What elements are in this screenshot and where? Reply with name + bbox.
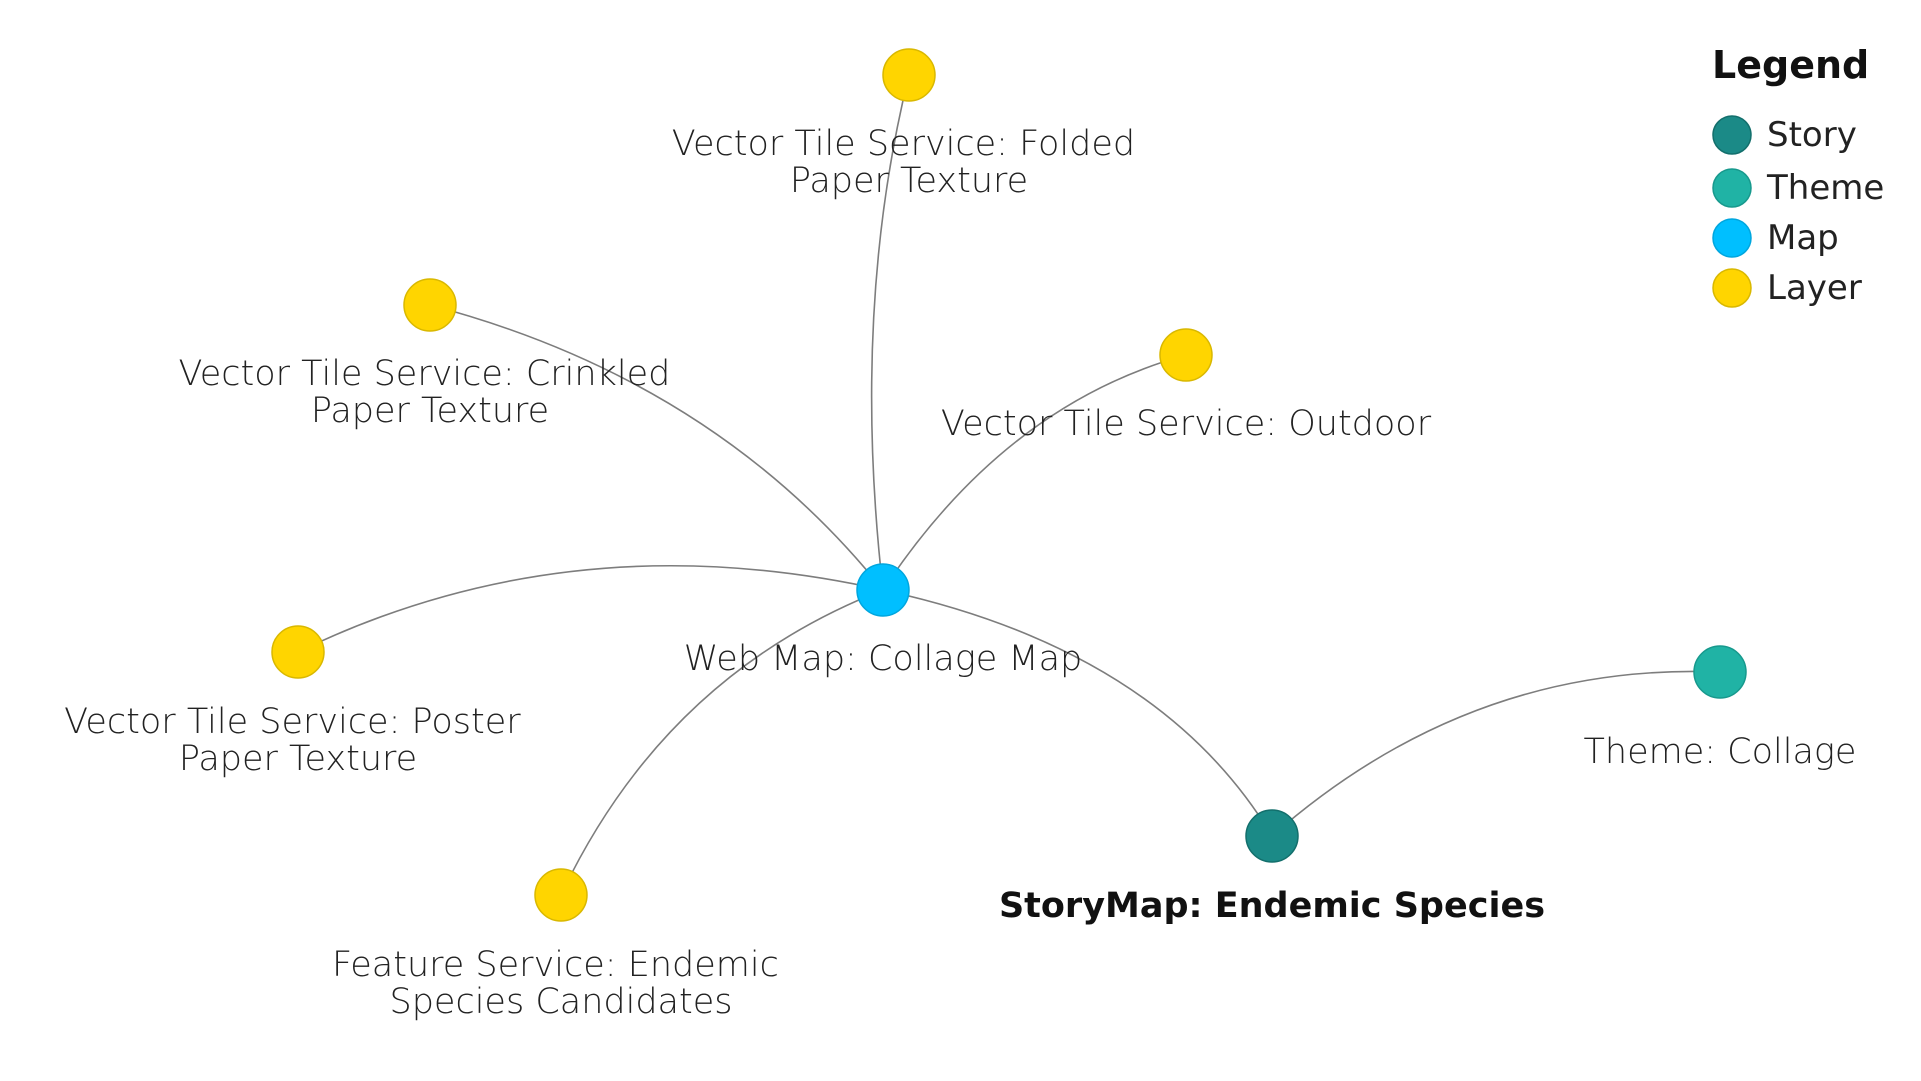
node-crinkled-label: Vector Tile Service: Crinkled Paper Text… bbox=[179, 354, 682, 431]
node-folded[interactable]: Vector Tile Service: Folded Paper Textur… bbox=[672, 48, 1146, 201]
node-outdoor-label: Vector Tile Service: Outdoor bbox=[941, 404, 1432, 444]
node-label-line: Paper Texture bbox=[311, 391, 549, 431]
legend-label-story: Story bbox=[1767, 115, 1857, 155]
node-label-line: Paper Texture bbox=[790, 161, 1028, 201]
edge-webmap-poster bbox=[297, 564, 884, 653]
legend-label-layer: Layer bbox=[1767, 268, 1862, 308]
graph-nodes: Vector Tile Service: Folded Paper Textur… bbox=[64, 48, 1857, 1022]
legend-swatch-layer bbox=[1712, 268, 1752, 308]
node-feature[interactable]: Feature Service: Endemic Species Candida… bbox=[332, 868, 790, 1022]
node-crinkled-circle[interactable] bbox=[403, 278, 457, 332]
edge-webmap-feature bbox=[560, 589, 884, 896]
node-feature-circle[interactable] bbox=[534, 868, 588, 922]
node-outdoor[interactable]: Vector Tile Service: Outdoor bbox=[941, 328, 1432, 444]
edge-storymap-theme bbox=[1271, 670, 1721, 837]
graph-edges bbox=[297, 74, 1721, 896]
edge-webmap-crinkled bbox=[429, 304, 884, 591]
node-theme-circle[interactable] bbox=[1693, 645, 1747, 699]
node-label-line: Vector Tile Service: Poster bbox=[64, 702, 521, 742]
node-poster-circle[interactable] bbox=[271, 625, 325, 679]
node-label-line: Paper Texture bbox=[179, 739, 417, 779]
edge-webmap-outdoor bbox=[882, 354, 1187, 591]
node-poster[interactable]: Vector Tile Service: Poster Paper Textur… bbox=[64, 625, 532, 779]
legend-item-story: Story bbox=[1712, 115, 1857, 155]
legend-swatch-map bbox=[1712, 218, 1752, 258]
node-label-line: StoryMap: Endemic Species bbox=[999, 886, 1545, 926]
edge-webmap-folded bbox=[870, 74, 910, 591]
legend-label-theme: Theme bbox=[1766, 168, 1884, 208]
legend-title: Legend bbox=[1712, 43, 1869, 87]
node-storymap[interactable]: StoryMap: Endemic Species bbox=[999, 809, 1545, 926]
legend-label-map: Map bbox=[1767, 218, 1839, 258]
node-label-line: Vector Tile Service: Folded bbox=[672, 124, 1135, 164]
legend: Legend Story Theme Map Layer bbox=[1712, 43, 1884, 308]
node-webmap[interactable]: Web Map: Collage Map bbox=[684, 563, 1082, 679]
node-label-line: Feature Service: Endemic bbox=[332, 945, 779, 985]
node-label-line: Theme: Collage bbox=[1584, 732, 1857, 772]
node-feature-label: Feature Service: Endemic Species Candida… bbox=[332, 945, 790, 1022]
node-storymap-circle[interactable] bbox=[1245, 809, 1299, 863]
legend-swatch-theme bbox=[1712, 168, 1752, 208]
node-theme[interactable]: Theme: Collage bbox=[1584, 645, 1857, 772]
edge-webmap-storymap bbox=[882, 589, 1273, 837]
node-storymap-label: StoryMap: Endemic Species bbox=[999, 886, 1545, 926]
node-webmap-label: Web Map: Collage Map bbox=[684, 639, 1082, 679]
node-webmap-circle[interactable] bbox=[856, 563, 910, 617]
node-label-line: Web Map: Collage Map bbox=[684, 639, 1082, 679]
node-folded-circle[interactable] bbox=[882, 48, 936, 102]
node-label-line: Species Candidates bbox=[390, 982, 733, 1022]
node-label-line: Vector Tile Service: Outdoor bbox=[941, 404, 1432, 444]
node-outdoor-circle[interactable] bbox=[1159, 328, 1213, 382]
node-poster-label: Vector Tile Service: Poster Paper Textur… bbox=[64, 702, 532, 779]
node-label-line: Vector Tile Service: Crinkled bbox=[179, 354, 671, 394]
legend-swatch-story bbox=[1712, 115, 1752, 155]
node-folded-label: Vector Tile Service: Folded Paper Textur… bbox=[672, 124, 1146, 201]
node-crinkled[interactable]: Vector Tile Service: Crinkled Paper Text… bbox=[179, 278, 682, 431]
legend-item-map: Map bbox=[1712, 218, 1839, 258]
legend-item-layer: Layer bbox=[1712, 268, 1862, 308]
node-theme-label: Theme: Collage bbox=[1584, 732, 1857, 772]
legend-item-theme: Theme bbox=[1712, 168, 1884, 208]
